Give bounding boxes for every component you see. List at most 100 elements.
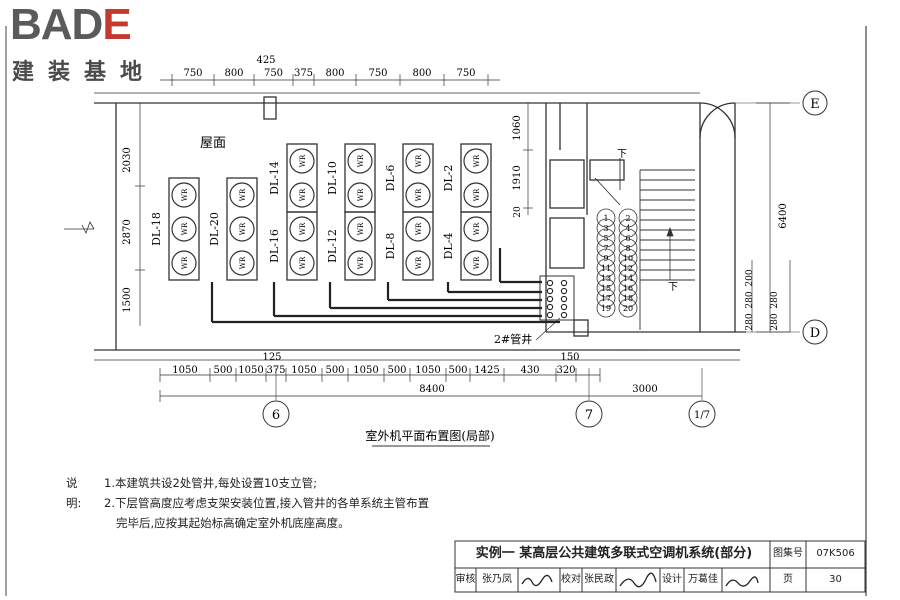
pipe-shaft [539, 275, 575, 321]
axis-7-label: 7 [585, 408, 593, 423]
down-label-2: 下 [668, 282, 678, 293]
bottom-dim-label: 1425 [474, 365, 499, 376]
shaft-label: 2#管井 [494, 332, 532, 346]
fan-icon [463, 182, 489, 208]
axis-6-label: 6 [272, 408, 280, 423]
grid-axes [262, 90, 828, 428]
top-dim-label: 750 [368, 68, 387, 79]
system-label: DL-20 [208, 212, 221, 246]
top-dim-label: 375 [294, 68, 313, 79]
unit-label: WR [415, 222, 423, 235]
left-dimension-line [135, 103, 145, 326]
plan-title: 室外机平面布置图(局部) [365, 428, 494, 443]
riser-dot [546, 279, 554, 287]
fan-icon [229, 182, 255, 208]
pipe-circle [596, 258, 616, 278]
logo-subtitle: 建装基地 [12, 60, 157, 85]
system-label: DL-2 [442, 165, 455, 192]
top-dim-label: 750 [264, 68, 283, 79]
right-dim-3: 280 [745, 313, 755, 330]
reviewer-name: 张乃凤 [482, 574, 512, 585]
fan-icon [289, 216, 315, 242]
system-label: DL-18 [150, 212, 163, 246]
top-dim-label: 750 [456, 68, 475, 79]
fan-icon [229, 216, 255, 242]
outdoor-units: WRWRWRDL-18WRWRWRDL-20WRWRDL-14WRWRDL-16… [150, 143, 492, 281]
atlas-label: 图集号 [773, 548, 803, 559]
down-arrows [666, 226, 674, 280]
fan-icon [289, 148, 315, 174]
unit-label: WR [415, 188, 423, 201]
pipe-circle [596, 218, 616, 238]
pipe-circle [596, 288, 616, 308]
pipe-circle [618, 248, 638, 268]
roof-label: 屋面 [200, 136, 226, 151]
bottom-dim-label: 500 [325, 365, 344, 376]
note-line-1: 1.本建筑共设2处管井,每处设置10支立管; [104, 476, 317, 490]
pipe-circle [618, 228, 638, 248]
right-dim-0: 6400 [778, 203, 789, 228]
pipe-circle [596, 298, 616, 318]
unit-label: WR [299, 154, 307, 167]
pipe-circle [618, 238, 638, 258]
bottom-dim-label: 1050 [353, 365, 378, 376]
system-label: DL-4 [442, 233, 455, 260]
fan-icon [405, 148, 431, 174]
unit-label: WR [357, 256, 365, 269]
fan-icon [171, 216, 197, 242]
system-label: DL-6 [384, 165, 397, 192]
designer-name: 万葛佳 [688, 574, 718, 585]
bottom-extra-dim-label: 150 [560, 352, 579, 363]
review-label: 审核 [455, 574, 476, 585]
bottom-extra-dim-label: 125 [262, 352, 281, 363]
pipe-circle [596, 228, 616, 248]
unit-label: WR [299, 188, 307, 201]
unit-label: WR [299, 222, 307, 235]
unit-label: WR [239, 188, 247, 201]
logo-wordmark: BADE [10, 0, 132, 49]
pipe-circle-label: 7 [603, 244, 608, 253]
axis-d-label: D [810, 326, 820, 341]
pipe-circle-label: 19 [601, 304, 611, 313]
signatures [521, 572, 759, 588]
system-label: DL-16 [268, 229, 281, 263]
fan-icon [463, 250, 489, 276]
fan-icon [229, 250, 255, 276]
pipe-circle [618, 268, 638, 288]
riser-dot [560, 303, 568, 311]
top-dim-label: 800 [224, 68, 243, 79]
pipe-circle [618, 278, 638, 298]
unit-label: WR [181, 222, 189, 235]
pipe-circle-label: 6 [625, 234, 630, 243]
riser-dot [560, 287, 568, 295]
pipe-circle-label: 4 [625, 224, 630, 233]
check-label: 校对 [561, 574, 581, 585]
bottom-dim-label: 500 [448, 365, 467, 376]
unit-label: WR [181, 256, 189, 269]
bade-logo: BADE 建装基地 [8, 0, 178, 85]
axis-e-label: E [810, 97, 820, 112]
right-dim-4: 280 [770, 291, 780, 308]
title-block-grid [454, 540, 866, 593]
pipe-circle-label: 10 [623, 254, 633, 263]
riser-dot [546, 287, 554, 295]
unit-label: WR [239, 256, 247, 269]
overall-right-dim: 3000 [632, 384, 657, 395]
unit-label: WR [473, 222, 481, 235]
pipe-circle-label: 12 [623, 264, 633, 273]
pipe-circle [596, 278, 616, 298]
riser-dot [546, 295, 554, 303]
right-dim-5: 280 [770, 313, 780, 330]
top-dim-label: 800 [412, 68, 431, 79]
riser-dot [560, 279, 568, 287]
